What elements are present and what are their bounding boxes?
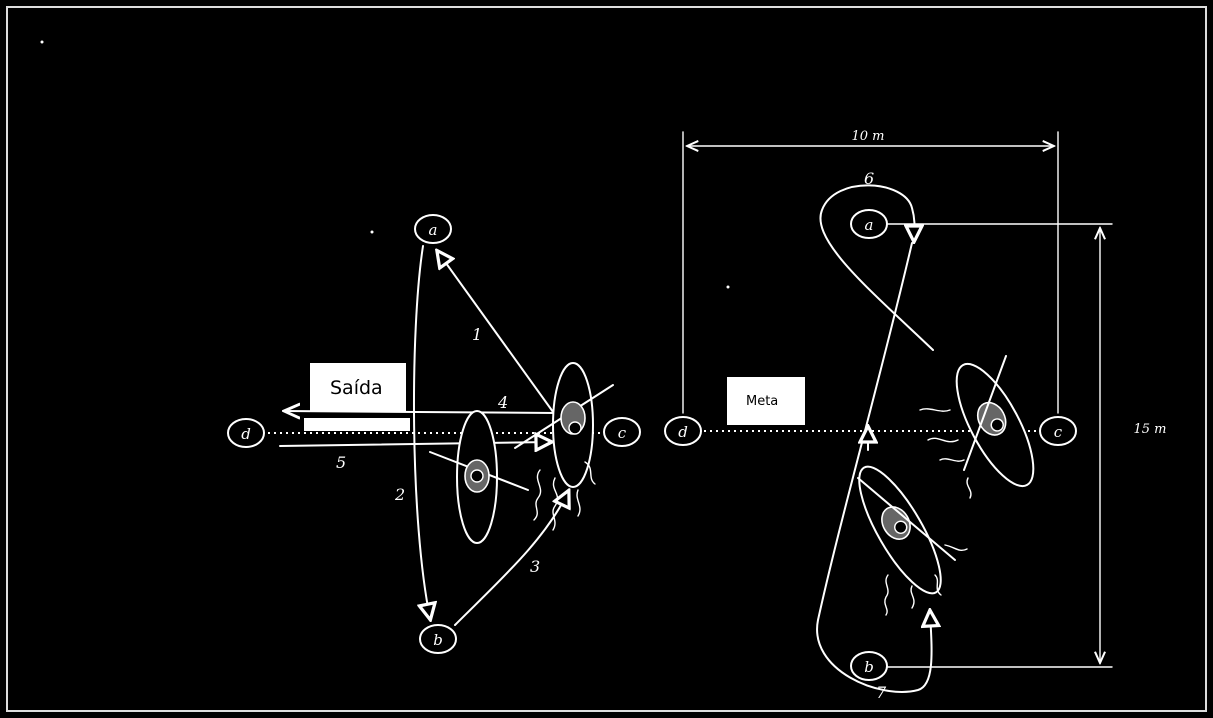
wake-line: [576, 489, 581, 517]
svg-text:d: d: [241, 425, 251, 443]
right-buoy-a: a: [850, 209, 888, 239]
route-3-path: [454, 492, 568, 626]
route-number-2: 2: [394, 485, 405, 504]
kayak-left-right: [514, 362, 614, 531]
wake-line: [927, 437, 959, 443]
wake-line: [552, 477, 559, 531]
svg-text:c: c: [1054, 423, 1063, 441]
svg-text:Saída: Saída: [330, 377, 383, 399]
kayak-paddle: [963, 355, 1007, 471]
route-2-path: [412, 245, 430, 618]
svg-text:d: d: [678, 423, 688, 441]
left-course: a b c d 1 2 3 4 5 Saída: [227, 214, 641, 654]
kayak-right-upper: [955, 362, 1035, 488]
route-number-5: 5: [336, 453, 346, 472]
wake-line: [919, 408, 951, 412]
kayak-right-lower: [858, 465, 942, 595]
speck: [40, 40, 44, 44]
kayak-left-center: [429, 410, 529, 544]
svg-text:Meta: Meta: [746, 394, 778, 409]
wake-line: [944, 544, 968, 552]
wake-line: [934, 574, 942, 596]
start-label: Saída: [304, 363, 410, 431]
svg-text:a: a: [429, 221, 438, 239]
left-buoy-a: a: [414, 214, 452, 244]
finish-label: Meta: [727, 377, 805, 425]
route-number-6: 6: [864, 169, 874, 188]
dimension-height-label: 15 m: [1133, 422, 1166, 437]
wake-line: [584, 461, 596, 485]
left-buoy-c: c: [603, 417, 641, 447]
wake-line: [533, 469, 542, 521]
svg-text:a: a: [865, 216, 874, 234]
wake-line: [884, 574, 889, 616]
right-buoy-d: d: [664, 416, 702, 446]
route-number-3: 3: [530, 557, 540, 576]
speck: [726, 285, 730, 289]
left-buoy-d: d: [227, 418, 265, 448]
route-1-path: [438, 252, 567, 431]
svg-text:b: b: [864, 658, 874, 676]
wake-line: [966, 477, 972, 499]
route-5-path: [279, 442, 550, 446]
route-6-path: [819, 184, 934, 351]
route-number-7: 7: [876, 683, 887, 702]
route-number-1: 1: [472, 325, 482, 344]
right-buoy-c: c: [1039, 416, 1077, 446]
wake-line: [910, 585, 915, 609]
dimension-width-label: 10 m: [851, 129, 884, 144]
svg-text:c: c: [618, 424, 627, 442]
left-buoy-b: b: [419, 624, 457, 654]
route-4-path: [284, 411, 557, 413]
right-course: 10 m 15 m: [664, 129, 1167, 702]
wake-line: [939, 458, 965, 462]
speck: [370, 230, 374, 234]
svg-text:b: b: [433, 631, 443, 649]
route-7-path: [816, 242, 932, 693]
kayak-paddle: [857, 477, 956, 561]
right-buoy-b: b: [850, 651, 888, 681]
route-number-4: 4: [497, 393, 508, 412]
diagram-border: [6, 6, 1207, 712]
